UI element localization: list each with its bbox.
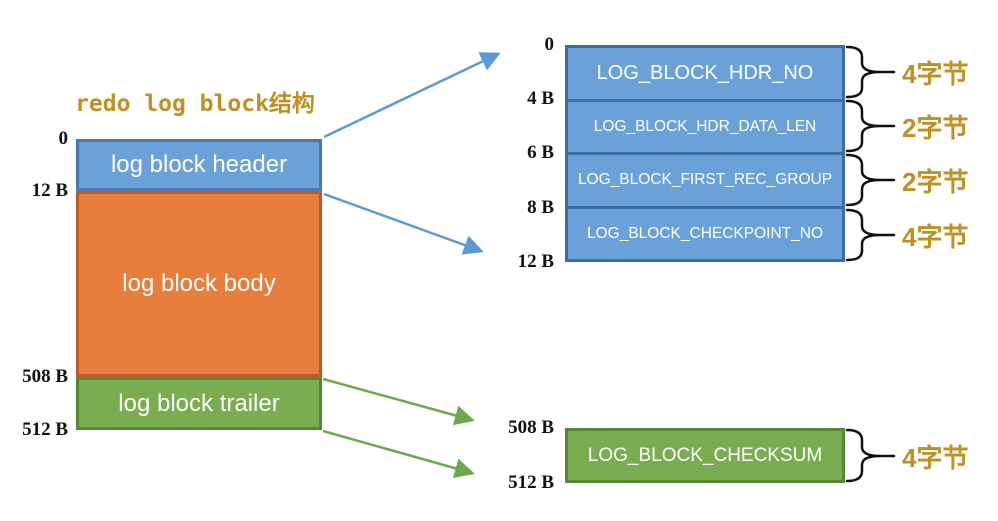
log-block-header-segment: log block header [76,139,322,191]
log-block-trailer-segment: log block trailer [76,377,322,430]
blue-arrow-bottom-icon [323,192,484,255]
detail-offset-8b: 8 B [527,197,554,218]
field-row-hdr-data-len: LOG_BLOCK_HDR_DATA_LEN [568,102,842,155]
checksum-offset-508b: 508 B [508,417,554,438]
offset-label-0: 0 [58,128,69,149]
offset-label-508b: 508 B [22,366,68,387]
detail-offset-12b: 12 B [517,251,554,272]
brace-row3-icon [845,153,896,207]
checksum-label: LOG_BLOCK_CHECKSUM [587,444,823,466]
log-block-trailer-label: log block trailer [118,389,280,417]
size-label-hdr-no: 4字节 [902,58,969,89]
size-label-first-rec-group: 2字节 [902,166,969,197]
checksum-block: LOG_BLOCK_CHECKSUM [565,428,845,483]
log-block-header-label: log block header [110,151,288,178]
header-detail-table: LOG_BLOCK_HDR_NO LOG_BLOCK_HDR_DATA_LEN … [565,45,845,262]
size-label-checksum: 4字节 [902,442,969,473]
log-block-body-segment: log block body [76,191,322,377]
detail-offset-6b: 6 B [527,142,554,163]
green-arrow-bottom-icon [322,429,475,479]
offset-label-512b: 512 B [22,419,68,440]
brace-row4-icon [845,208,896,262]
brace-checksum-icon [845,428,896,483]
brace-row2-icon [845,99,896,153]
blue-arrow-top-icon [323,52,501,139]
field-row-hdr-no: LOG_BLOCK_HDR_NO [568,48,842,102]
checksum-offset-512b: 512 B [508,472,554,493]
detail-offset-4b: 4 B [527,88,554,109]
log-block-body-label: log block body [122,270,276,297]
green-arrow-top-icon [322,377,475,426]
detail-offset-0: 0 [544,34,555,55]
field-row-first-rec-group: LOG_BLOCK_FIRST_REC_GROUP [568,155,842,209]
size-label-checkpoint-no: 4字节 [902,221,969,252]
diagram-title: redo log block结构 [75,91,315,117]
brace-row1-icon [845,45,896,99]
field-row-checkpoint-no: LOG_BLOCK_CHECKPOINT_NO [586,224,823,242]
size-label-hdr-data-len: 2字节 [902,112,969,143]
offset-label-12b: 12 B [31,180,68,201]
